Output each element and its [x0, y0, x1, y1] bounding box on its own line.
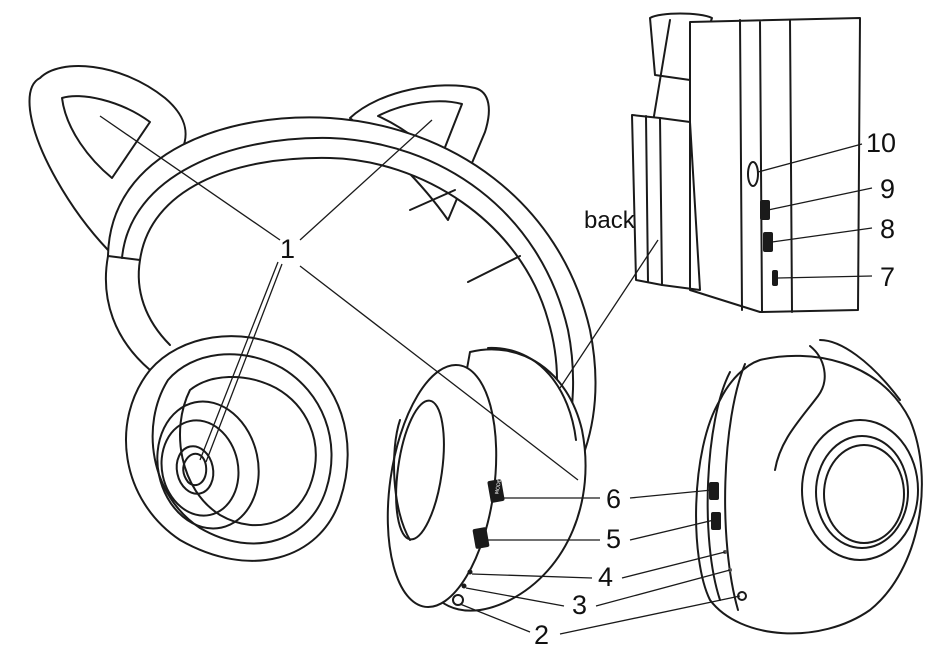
label-10: 10 [866, 128, 896, 158]
svg-text:MODE: MODE [494, 479, 503, 495]
label-6: 6 [606, 484, 621, 514]
label-7: 7 [880, 262, 895, 292]
label-back: back [584, 207, 636, 234]
left-earcup [125, 335, 349, 562]
vol-plus-button [472, 527, 490, 549]
inset-side-view [695, 339, 923, 635]
side-button-6 [709, 482, 719, 500]
label-9: 9 [880, 174, 895, 204]
mode-button: MODE [487, 479, 505, 503]
side-button-5 [711, 512, 721, 530]
audio-jack [452, 594, 464, 606]
leader-lines [99, 115, 873, 635]
label-2: 2 [534, 620, 549, 650]
inset-back-view [631, 12, 861, 313]
inset-port-10 [747, 161, 759, 187]
label-8: 8 [880, 214, 895, 244]
indicator-dot-2 [461, 583, 467, 589]
inset-port-7 [772, 270, 778, 286]
headphones-main: MODE [28, 65, 597, 612]
label-1: 1 [280, 234, 295, 264]
label-4: 4 [598, 562, 613, 592]
inset-button-8 [763, 232, 773, 252]
label-3: 3 [572, 590, 587, 620]
inset-button-9 [760, 200, 770, 220]
label-5: 5 [606, 524, 621, 554]
callout-labels: 1 2 3 4 5 6 7 8 9 10 back [280, 128, 896, 650]
right-earcup [386, 346, 587, 612]
indicator-dot-1 [467, 569, 473, 575]
